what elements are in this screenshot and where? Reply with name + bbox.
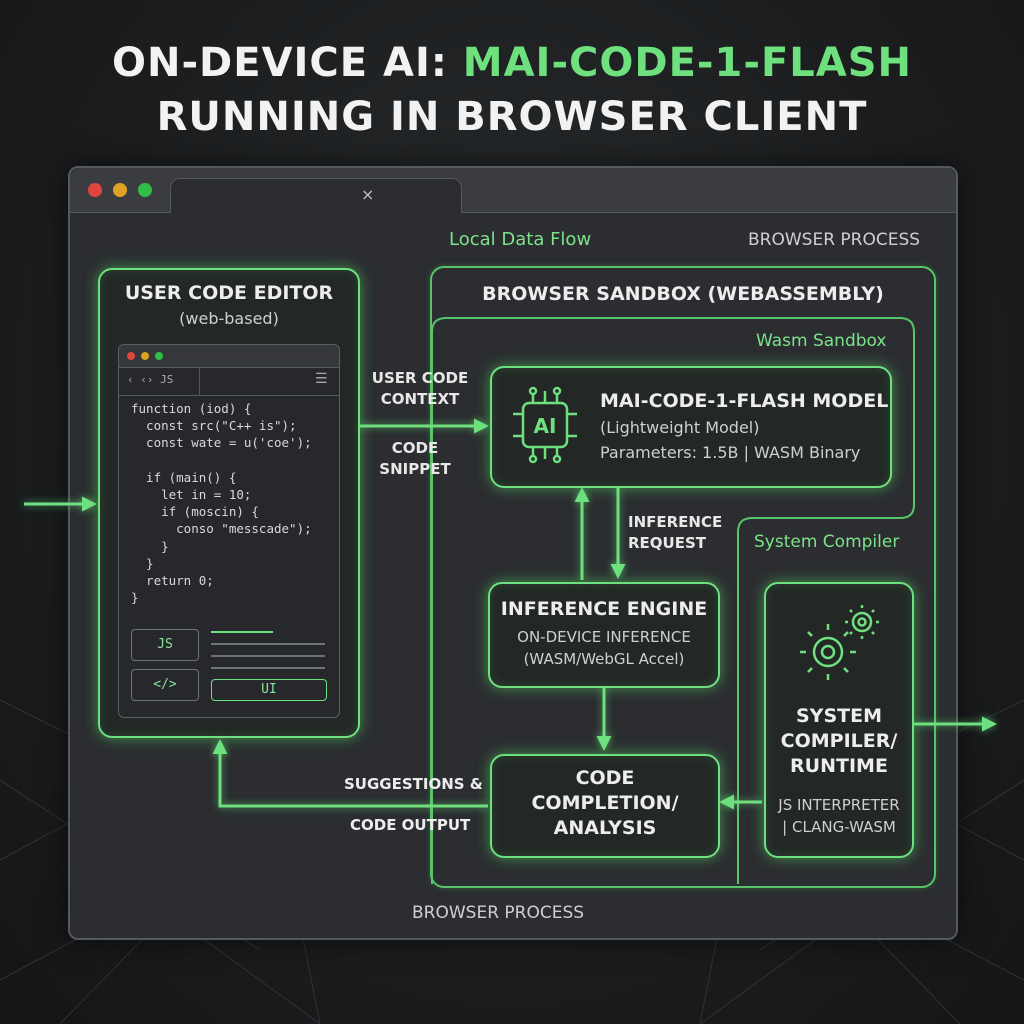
code-line: } <box>131 555 154 571</box>
ai-chip-icon: AI <box>513 386 577 464</box>
code-output-label: CODE OUTPUT <box>350 816 471 834</box>
minimize-window-dot[interactable] <box>113 183 127 197</box>
system-compiler-box <box>764 582 914 858</box>
user-code-context-label: USER CODE CONTEXT <box>371 369 469 408</box>
code-editor-window[interactable]: ‹ ‹› JS ☰ function (iod) { const src("C+… <box>118 344 340 718</box>
code-snippet-label: CODE SNIPPET <box>379 439 451 478</box>
title-highlight: MAI-CODE-1-FLASH <box>462 40 913 86</box>
browser-sandbox-label: BROWSER SANDBOX (WEBASSEMBLY) <box>482 283 884 305</box>
ai-chip-text: AI <box>534 414 557 438</box>
model-box <box>490 366 892 488</box>
code-view-button[interactable]: </> <box>131 669 199 701</box>
compiler-title: SYSTEM COMPILER/ RUNTIME <box>780 705 898 777</box>
engine-line2: (WASM/WebGL Accel) <box>523 650 685 668</box>
code-line: } <box>131 538 169 554</box>
compiler-subtitle: JS INTERPRETER | CLANG-WASM <box>778 796 900 836</box>
inference-request-label: INFERENCE REQUEST <box>628 513 723 552</box>
completion-title: CODE COMPLETION/ ANALYSIS <box>531 767 679 839</box>
js-button[interactable]: JS <box>131 629 199 661</box>
text-line-2 <box>211 655 325 657</box>
engine-title: INFERENCE ENGINE <box>500 598 708 620</box>
browser-process-label-bottom: BROWSER PROCESS <box>412 903 585 923</box>
system-compiler-label: System Compiler <box>754 532 900 552</box>
engine-line1: ON-DEVICE INFERENCE <box>517 628 691 646</box>
menu-icon[interactable]: ☰ <box>315 371 328 387</box>
editor-tab-bar: ‹ ‹› JS ☰ <box>119 367 339 396</box>
code-line: conso "messcade"); <box>131 521 312 537</box>
gears-icon <box>800 605 879 680</box>
text-line-3 <box>211 667 325 669</box>
wasm-sandbox-label: Wasm Sandbox <box>756 331 887 351</box>
code-line: } <box>131 590 139 606</box>
code-line: return 0; <box>131 573 214 588</box>
browser-process-label-top: BROWSER PROCESS <box>748 230 921 250</box>
code-line: const wate = u('coe'); <box>131 435 312 451</box>
suggestions-label: SUGGESTIONS & <box>344 775 483 793</box>
code-completion-box <box>490 754 720 858</box>
suggestions-arrow <box>212 739 488 808</box>
close-window-dot[interactable] <box>88 183 102 197</box>
code-line: function (iod) { <box>131 401 252 416</box>
editor-tab-label: ‹ ‹› JS <box>127 373 174 386</box>
model-title: MAI-CODE-1-FLASH MODEL <box>600 390 889 412</box>
editor-close-dot[interactable] <box>127 352 135 360</box>
model-params: Parameters: 1.5B | WASM Binary <box>600 443 861 462</box>
editor-subtitle: (web-based) <box>179 309 279 328</box>
tab-close-icon[interactable]: × <box>361 185 375 204</box>
title-line2: RUNNING IN BROWSER CLIENT <box>156 94 868 140</box>
editor-title-bar <box>119 345 339 368</box>
maximize-window-dot[interactable] <box>138 183 152 197</box>
local-data-flow-label: Local Data Flow <box>449 229 592 250</box>
model-subtitle: (Lightweight Model) <box>600 418 760 437</box>
window-title-bar: × <box>70 168 956 213</box>
code-line: let in = 10; <box>131 487 252 502</box>
code-area[interactable]: function (iod) { const src("C++ is"); co… <box>119 401 339 621</box>
text-line-1 <box>211 643 325 645</box>
ui-button[interactable]: UI <box>211 679 327 701</box>
inference-engine-box <box>488 582 720 688</box>
editor-tab-js[interactable]: ‹ ‹› JS <box>119 367 200 395</box>
editor-minimize-dot[interactable] <box>141 352 149 360</box>
code-line: const src("C++ is"); <box>131 418 297 434</box>
browser-tab[interactable]: × <box>170 178 462 213</box>
editor-title: USER CODE EDITOR <box>124 282 334 304</box>
page-title: ON-DEVICE AI: MAI-CODE-1-FLASH RUNNING I… <box>0 36 1024 144</box>
editor-maximize-dot[interactable] <box>155 352 163 360</box>
title-prefix: ON-DEVICE AI: <box>111 40 463 86</box>
code-line: if (main() { <box>131 469 237 485</box>
progress-line <box>211 631 273 633</box>
code-line: if (moscin) { <box>131 504 259 520</box>
